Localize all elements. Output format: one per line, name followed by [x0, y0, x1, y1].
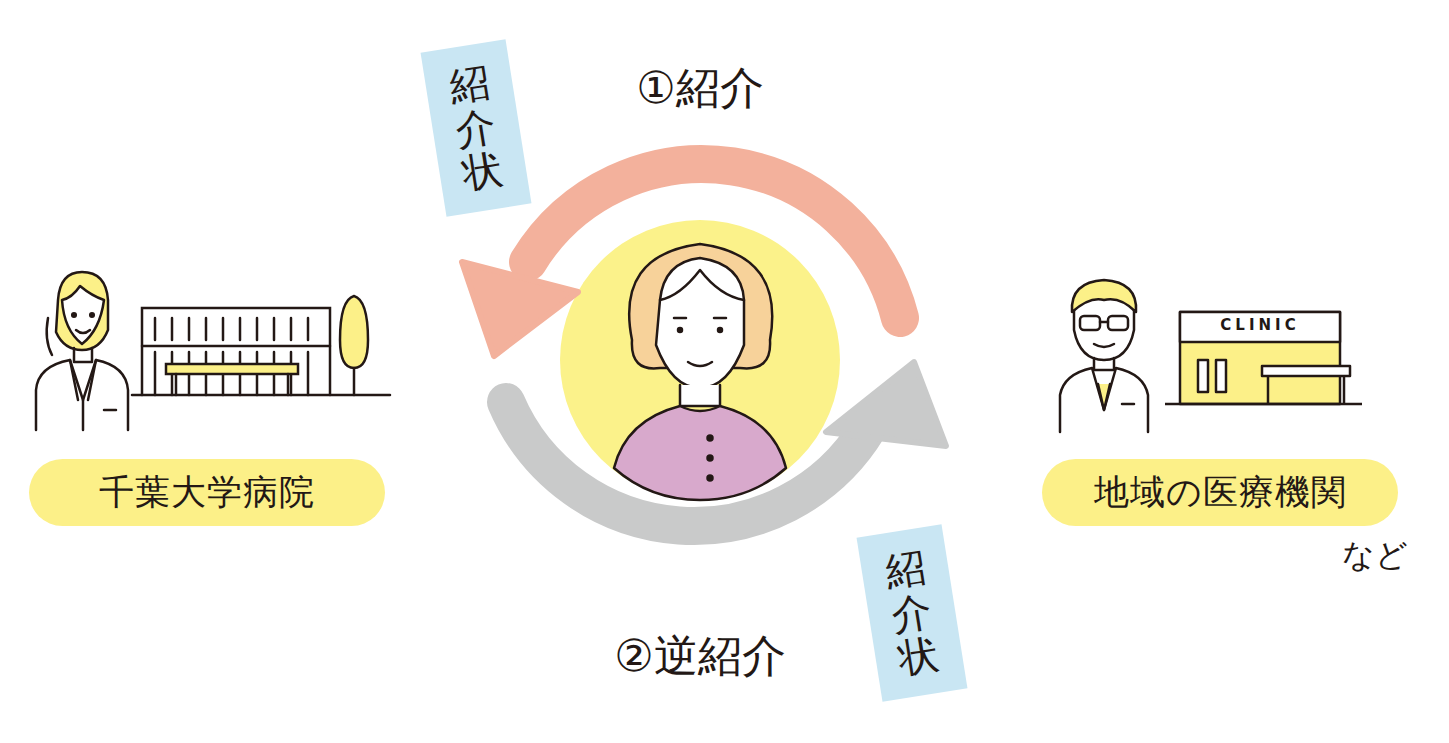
cycle-arrow: [506, 362, 946, 526]
letter-text: 紹介状: [446, 60, 506, 197]
note-label: など: [1342, 534, 1408, 578]
letter-card: 紹介状: [421, 39, 532, 216]
doctor-right: [1060, 280, 1148, 432]
place-pill: 地域の医療機関: [1042, 459, 1398, 526]
letter-text: 紹介状: [882, 545, 942, 682]
arrow-label: ①紹介: [632, 59, 767, 118]
hospital-building: [132, 296, 390, 395]
patient: [560, 220, 840, 500]
place-name: 地域の医療機関: [1094, 469, 1347, 516]
arrow-label: ②逆紹介: [610, 627, 789, 686]
doctor-left: [36, 272, 128, 430]
clinic-building: [1165, 312, 1362, 404]
place-pill: 千葉大学病院: [29, 459, 385, 526]
clinic-sign: CLINIC: [1220, 316, 1299, 334]
letter-card: 紹介状: [857, 524, 968, 701]
place-name: 千葉大学病院: [99, 469, 315, 516]
